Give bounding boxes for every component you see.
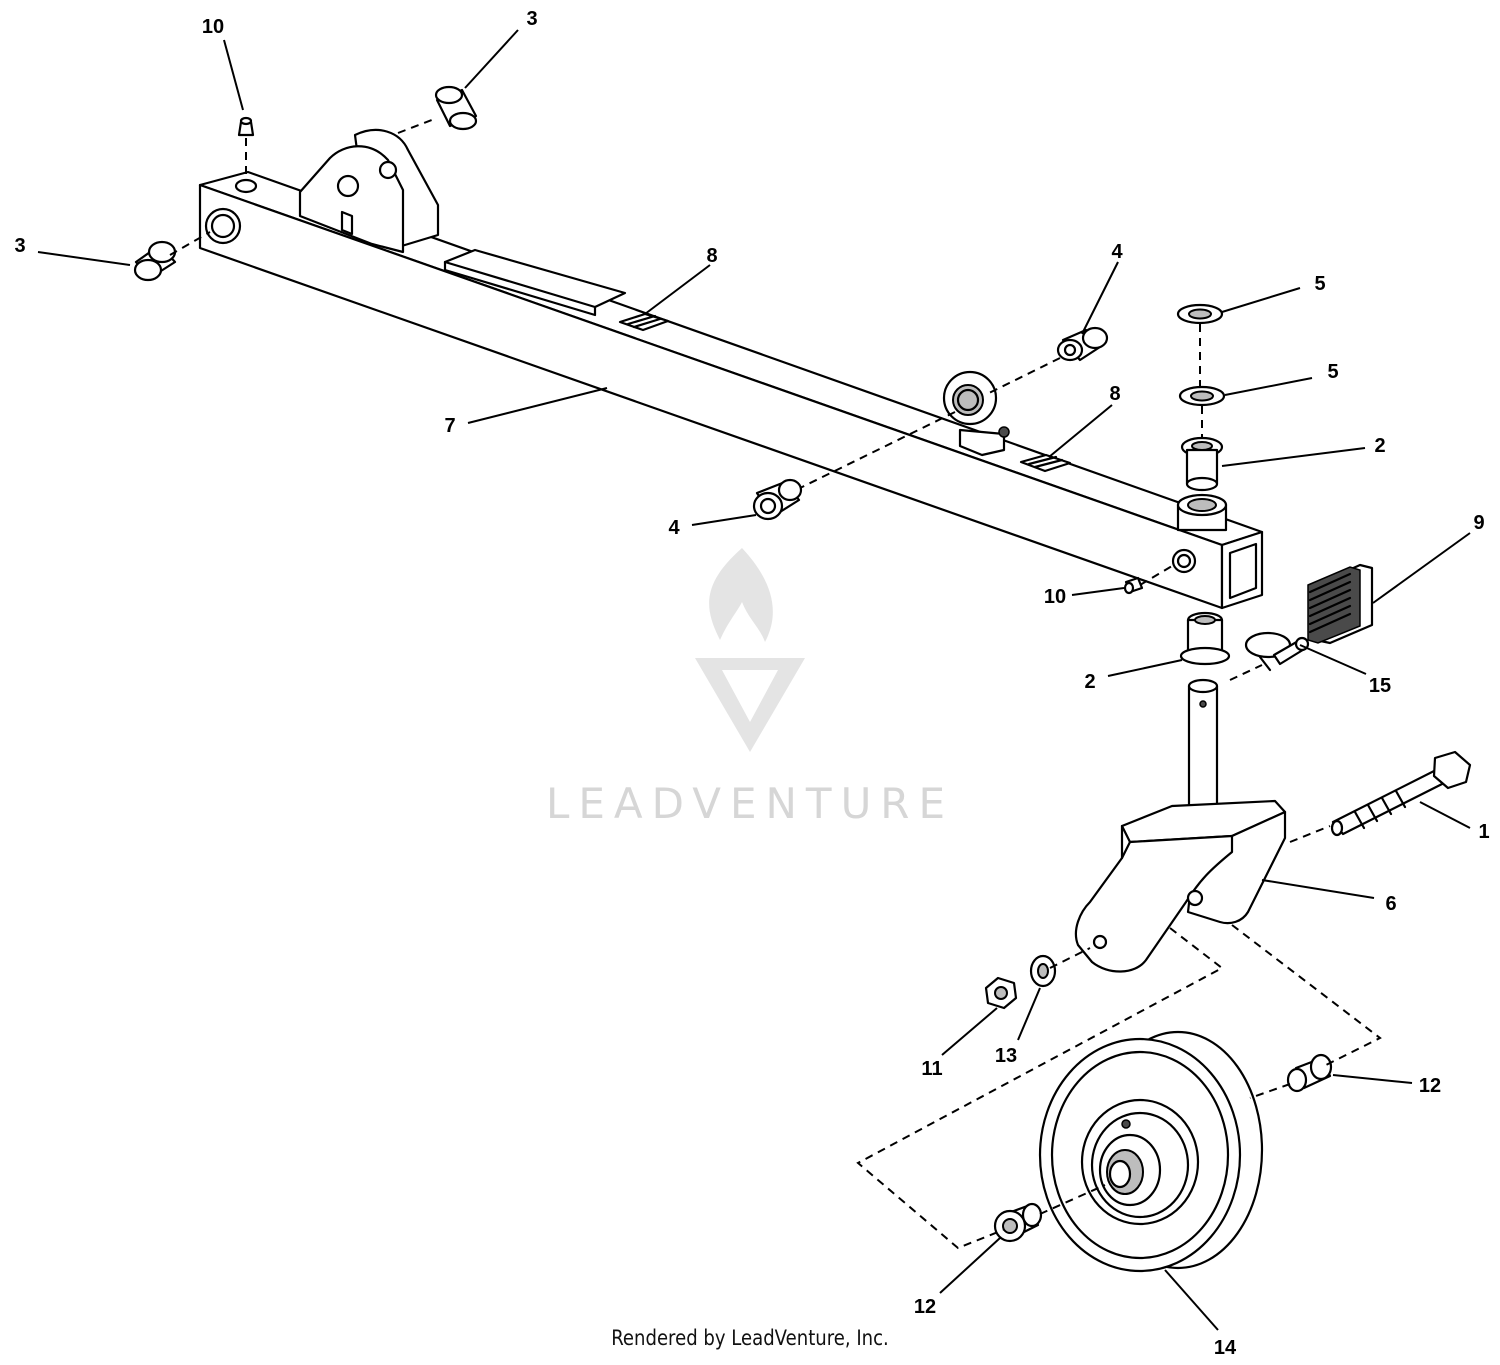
callout-14: 14 [1214, 1337, 1237, 1359]
callout-15: 15 [1369, 675, 1391, 697]
callout-labels: 10 3 3 8 4 5 5 2 8 7 4 9 10 2 15 1 6 11 … [14, 8, 1489, 1359]
callout-8-left: 8 [706, 245, 717, 267]
callout-2-upper: 2 [1374, 435, 1385, 457]
callout-8-right: 8 [1109, 383, 1120, 405]
callout-5-top: 5 [1314, 273, 1325, 295]
callout-4-lower: 4 [668, 517, 680, 539]
nut-part-11 [984, 976, 1018, 1010]
caster-fork-part-6 [1074, 678, 1287, 973]
callout-2-lower: 2 [1084, 671, 1095, 693]
render-credit: Rendered by LeadVenture, Inc. [611, 1326, 889, 1350]
callout-5-lower: 5 [1327, 361, 1338, 383]
wheel-part-14 [1038, 1030, 1264, 1273]
leader-lines [37, 29, 1471, 1331]
end-cap-part-9 [1307, 563, 1374, 645]
bushing-part-3-left [133, 240, 177, 282]
washer-part-5-top [1176, 303, 1224, 325]
leadventure-watermark: LEADVENTURE [546, 548, 954, 828]
watermark-brand: LEADVENTURE [546, 779, 954, 828]
callout-12-left: 12 [914, 1296, 936, 1318]
callout-9: 9 [1473, 512, 1484, 534]
callout-3-left: 3 [14, 235, 25, 257]
bolt-part-1 [1330, 750, 1472, 837]
flange-bushing-part-2-lower [1179, 611, 1231, 666]
bushing-part-3-upper [434, 85, 478, 131]
callout-11: 11 [921, 1058, 942, 1080]
callout-4-top: 4 [1111, 241, 1123, 263]
grease-fitting-part-10-side [1123, 576, 1144, 595]
wheel-bushing-part-12-right [1286, 1053, 1333, 1093]
assembly-lines [169, 117, 1382, 1250]
washer-part-5-lower [1178, 385, 1226, 407]
lynch-pin-part-15 [1244, 631, 1310, 672]
callout-1: 1 [1478, 821, 1489, 843]
tube-sleeve-upper [1176, 493, 1228, 532]
callout-6: 6 [1385, 893, 1396, 915]
bushing-part-4-upper [1056, 326, 1109, 362]
wheel-bushing-part-12-left [993, 1202, 1043, 1243]
callout-10-side: 10 [1044, 586, 1066, 608]
pivot-eye [942, 370, 1010, 457]
callout-13: 13 [995, 1045, 1017, 1067]
axle-tube-part-7 [198, 128, 1264, 610]
callout-3-top: 3 [526, 8, 537, 30]
washer-part-13 [1029, 954, 1057, 988]
bushing-part-4-lower [752, 478, 803, 521]
grease-fitting-part-10-top [237, 116, 255, 137]
flange-bushing-part-2-upper [1180, 436, 1224, 492]
callout-12-right: 12 [1419, 1075, 1441, 1097]
callout-10-top: 10 [202, 16, 224, 38]
callout-7: 7 [444, 415, 455, 437]
